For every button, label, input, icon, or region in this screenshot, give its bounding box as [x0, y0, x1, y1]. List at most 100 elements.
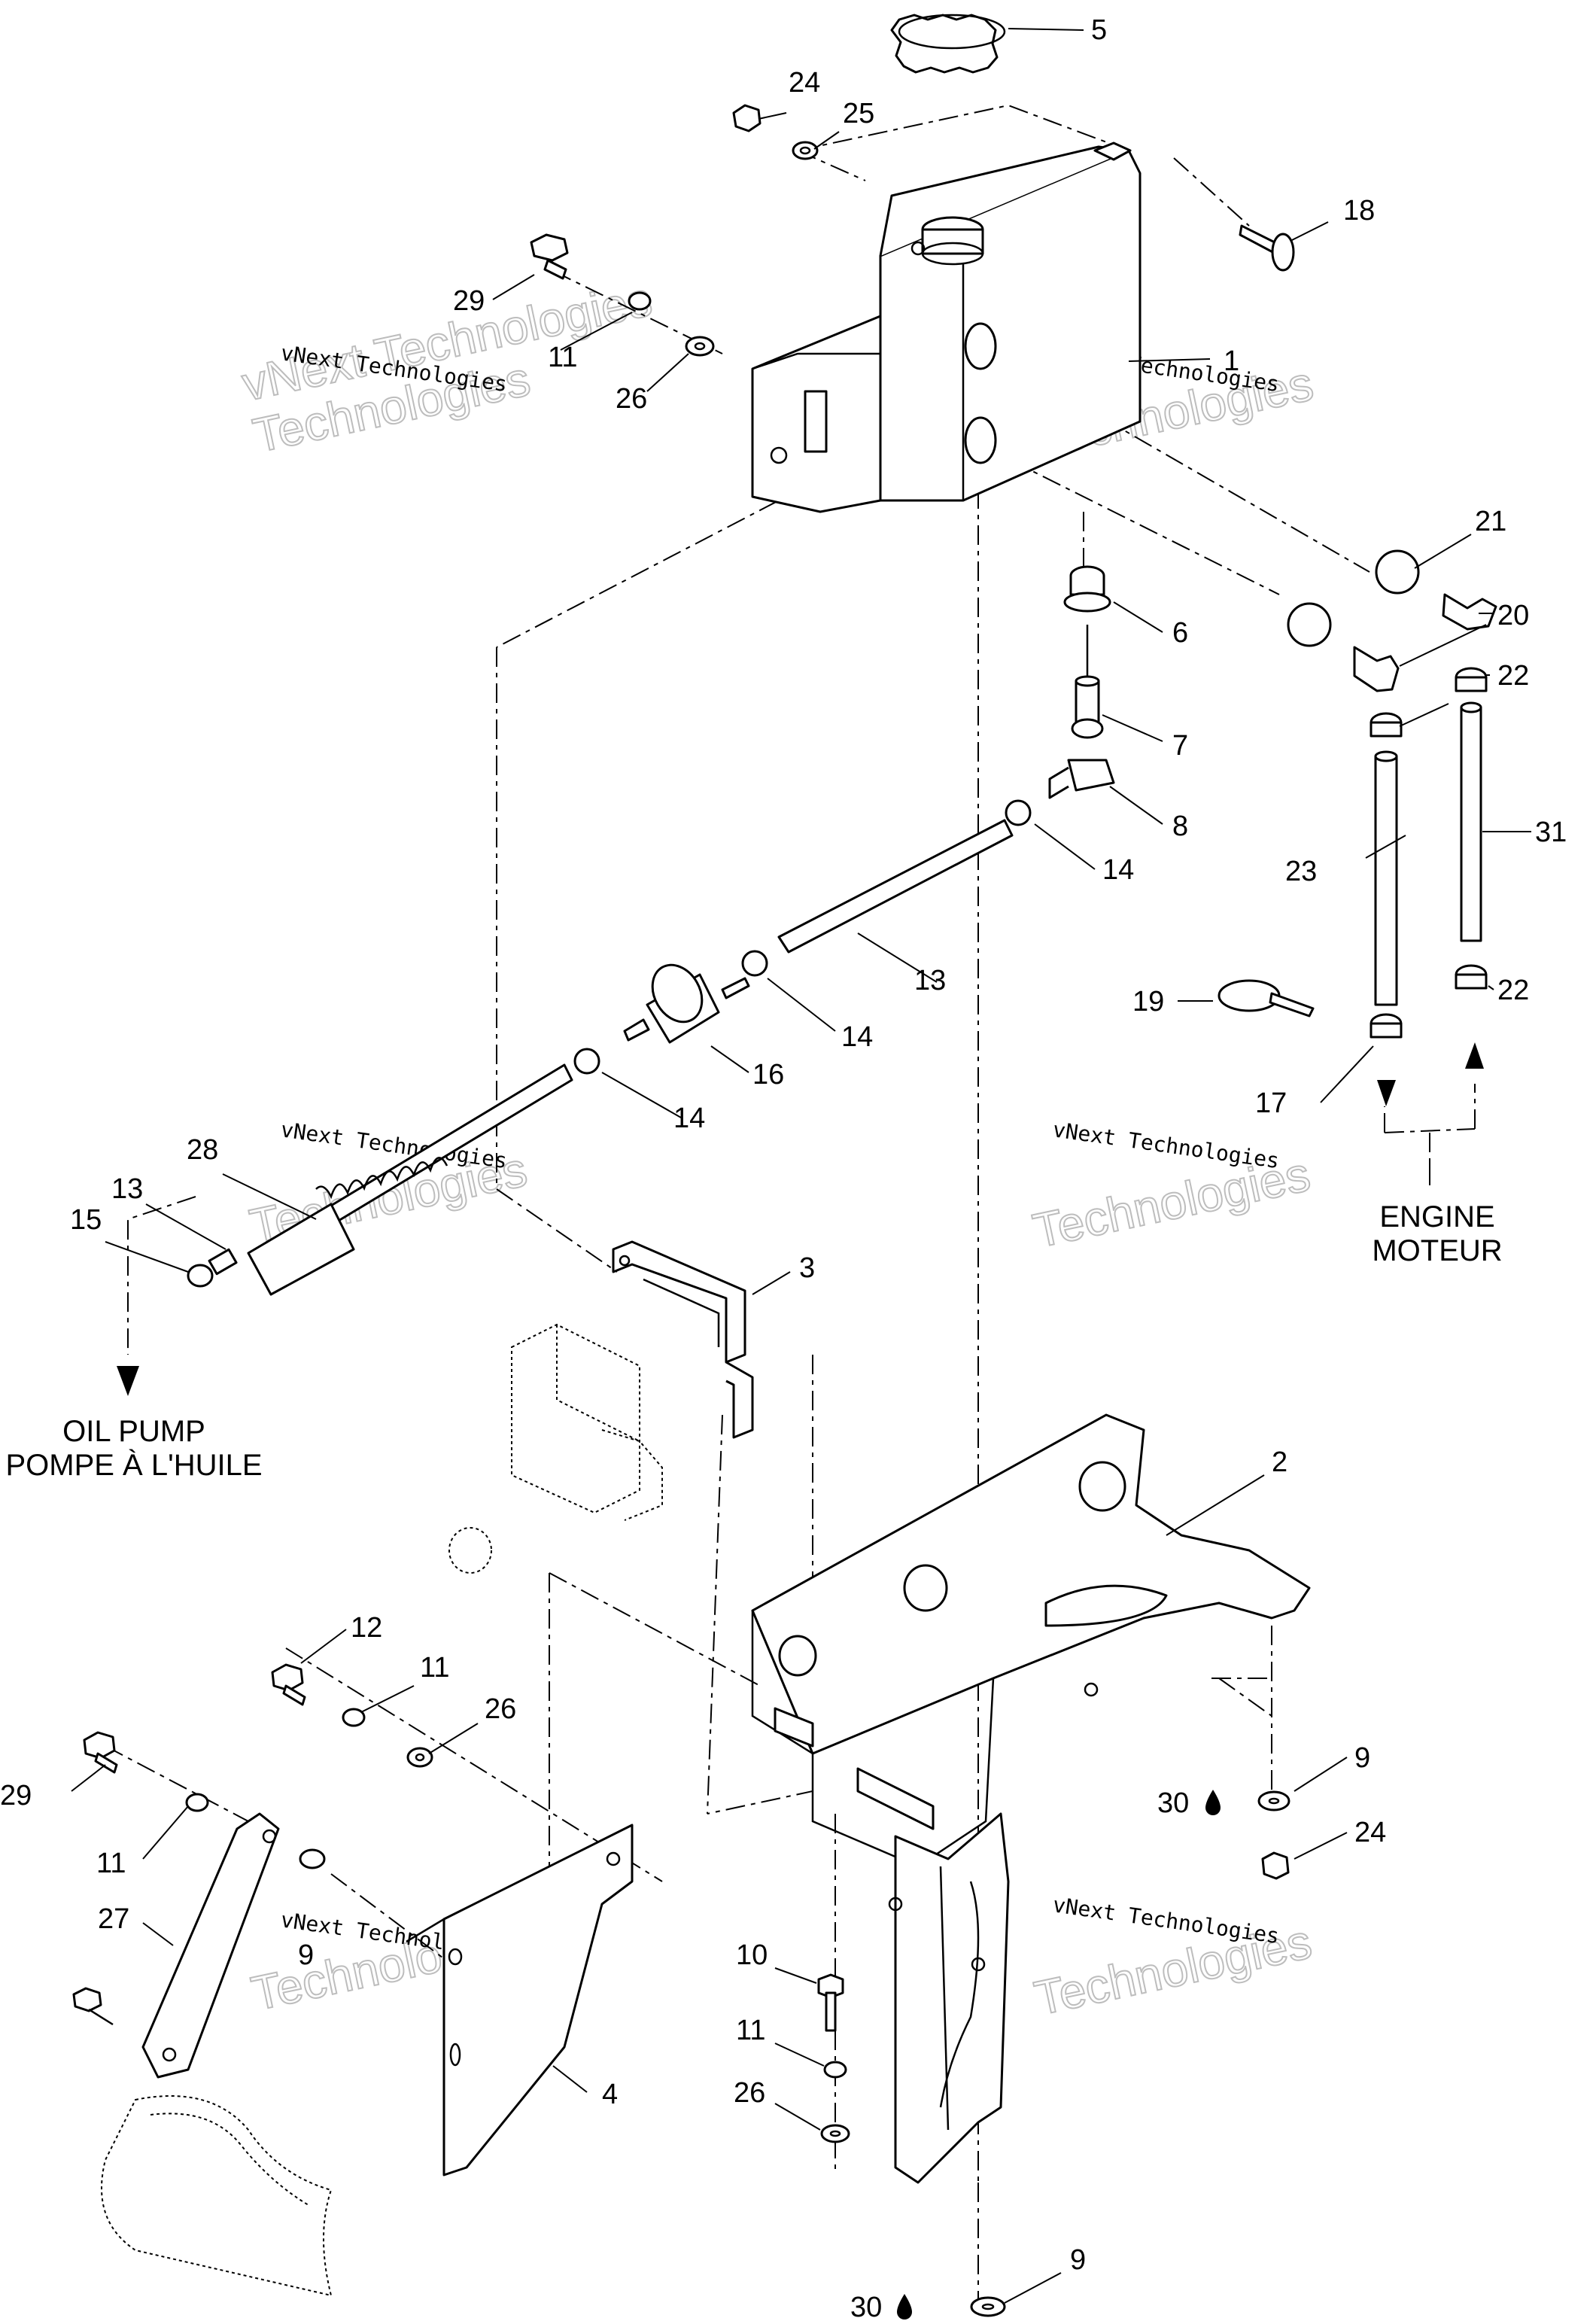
callout-13: 13 — [111, 1173, 143, 1205]
part-2-main-bracket — [751, 1413, 1311, 2184]
part-26-washer-mid — [406, 1747, 433, 1768]
callout-7: 7 — [1172, 730, 1188, 762]
part-1-oil-tank — [751, 141, 1142, 513]
callout-27: 27 — [98, 1903, 129, 1935]
part-11-lockwasher-lower — [185, 1793, 209, 1812]
part-26-washer-bottom — [820, 2124, 850, 2143]
callout-9: 9 — [1070, 2244, 1086, 2276]
callout-25: 25 — [843, 98, 874, 129]
callout-17: 17 — [1255, 1087, 1287, 1119]
watermark-label: vNext Technologies — [1051, 1117, 1281, 1173]
watermark-label: vNext Technologies — [1051, 1892, 1281, 1948]
callout-20: 20 — [1497, 600, 1529, 631]
callout-9: 9 — [1354, 1742, 1370, 1774]
part-9-washer-right — [1257, 1790, 1290, 1811]
callout-1: 1 — [1224, 345, 1239, 377]
callout-4: 4 — [602, 2079, 618, 2110]
part-ghost-module — [448, 1323, 663, 1574]
callout-14: 14 — [1102, 854, 1134, 886]
part-26-washer-top — [685, 336, 715, 357]
part-31-hose — [1460, 701, 1482, 942]
callout-21: 21 — [1475, 506, 1506, 537]
callout-26: 26 — [734, 2077, 765, 2109]
leader-lines — [71, 28, 1531, 2304]
callout-11: 11 — [548, 342, 577, 373]
part-15-clamp — [187, 1248, 238, 1288]
callout-15: 15 — [70, 1204, 102, 1236]
part-29-bolt-top — [530, 233, 569, 280]
part-27-arm — [72, 1812, 333, 2297]
part-4-plate — [406, 1824, 634, 2177]
part-25-washer-top — [792, 141, 819, 160]
callout-12: 12 — [351, 1612, 382, 1644]
part-22-clamp-top — [1370, 667, 1488, 738]
callout-11: 11 — [420, 1652, 449, 1684]
callout-29: 29 — [453, 285, 485, 317]
part-7-filter-pickup — [1071, 675, 1104, 739]
part-21-grommet — [1287, 549, 1420, 647]
callout-5: 5 — [1091, 14, 1107, 46]
part-5-cap — [890, 14, 1006, 74]
callout-23: 23 — [1285, 856, 1317, 887]
part-11-lockwasher-bottom — [823, 2061, 847, 2079]
part-20-elbow-fitting — [1353, 593, 1497, 692]
part-14-clamp — [573, 799, 1032, 1075]
callout-30: 30 — [850, 2292, 882, 2321]
part-11-lockwasher-mid — [342, 1708, 366, 1727]
flow-arrow-icon — [1377, 1042, 1484, 1106]
flow-arrow-icon — [117, 1366, 139, 1396]
part-28-spring — [247, 1157, 448, 1296]
callout-18: 18 — [1343, 195, 1375, 227]
part-18-bolt — [1239, 224, 1295, 272]
part-29-bolt-lower — [83, 1731, 118, 1774]
caption-moteur: MOTEUR — [1372, 1234, 1502, 1267]
callout-numbers: 5 24 25 18 29 11 26 1 21 20 22 6 7 8 14 … — [0, 14, 1567, 2321]
callout-24: 24 — [789, 67, 820, 99]
callout-11: 11 — [96, 1848, 126, 1879]
caption-pompe: POMPE À L'HUILE — [5, 1448, 262, 1482]
callout-14: 14 — [841, 1021, 873, 1053]
part-9-washer-bottom — [970, 2296, 1006, 2317]
callout-24: 24 — [1354, 1817, 1386, 1848]
part-13-hose-upper — [777, 819, 1014, 954]
part-16-fuel-filter — [623, 963, 750, 1044]
callout-26: 26 — [616, 383, 647, 415]
callout-22: 22 — [1497, 660, 1529, 692]
callout-19: 19 — [1132, 986, 1164, 1018]
oil-drop-icon — [897, 2294, 912, 2319]
part-19-cable-tie — [1218, 979, 1315, 1018]
callout-14: 14 — [673, 1103, 705, 1134]
callout-2: 2 — [1272, 1446, 1287, 1478]
engine-caption: ENGINE MOTEUR — [1372, 1200, 1502, 1267]
part-12-bolt — [271, 1663, 306, 1706]
part-23-hose — [1374, 750, 1398, 1006]
callout-30: 30 — [1157, 1787, 1189, 1819]
callout-13: 13 — [914, 965, 946, 996]
callout-11: 11 — [736, 2015, 765, 2046]
callout-6: 6 — [1172, 617, 1188, 649]
part-6-grommet — [1063, 565, 1111, 677]
callout-26: 26 — [485, 1693, 516, 1725]
part-9-washer-left — [299, 1848, 326, 1869]
callout-16: 16 — [752, 1059, 784, 1091]
part-3-bracket — [612, 1240, 754, 1439]
callout-29: 29 — [0, 1780, 32, 1811]
part-22-clamp-bottom — [1455, 964, 1488, 990]
part-24-nut-top — [732, 104, 762, 132]
callout-10: 10 — [736, 1939, 768, 1971]
part-24-nut-lower — [1261, 1851, 1290, 1880]
callout-9: 9 — [298, 1939, 314, 1971]
part-8-tee-fitting — [1048, 759, 1115, 799]
part-10-bolt — [817, 1973, 844, 2032]
callout-22: 22 — [1497, 975, 1529, 1006]
part-11-lockwasher-top — [628, 291, 652, 311]
callout-3: 3 — [799, 1252, 815, 1284]
caption-oil-pump: OIL PUMP — [62, 1415, 205, 1448]
oil-pump-caption: OIL PUMP POMPE À L'HUILE — [5, 1415, 262, 1482]
callout-31: 31 — [1535, 817, 1567, 848]
caption-engine: ENGINE — [1379, 1200, 1494, 1234]
callout-8: 8 — [1172, 811, 1188, 842]
part-17-clamp — [1370, 1013, 1403, 1039]
oil-drop-icon — [1205, 1790, 1221, 1815]
